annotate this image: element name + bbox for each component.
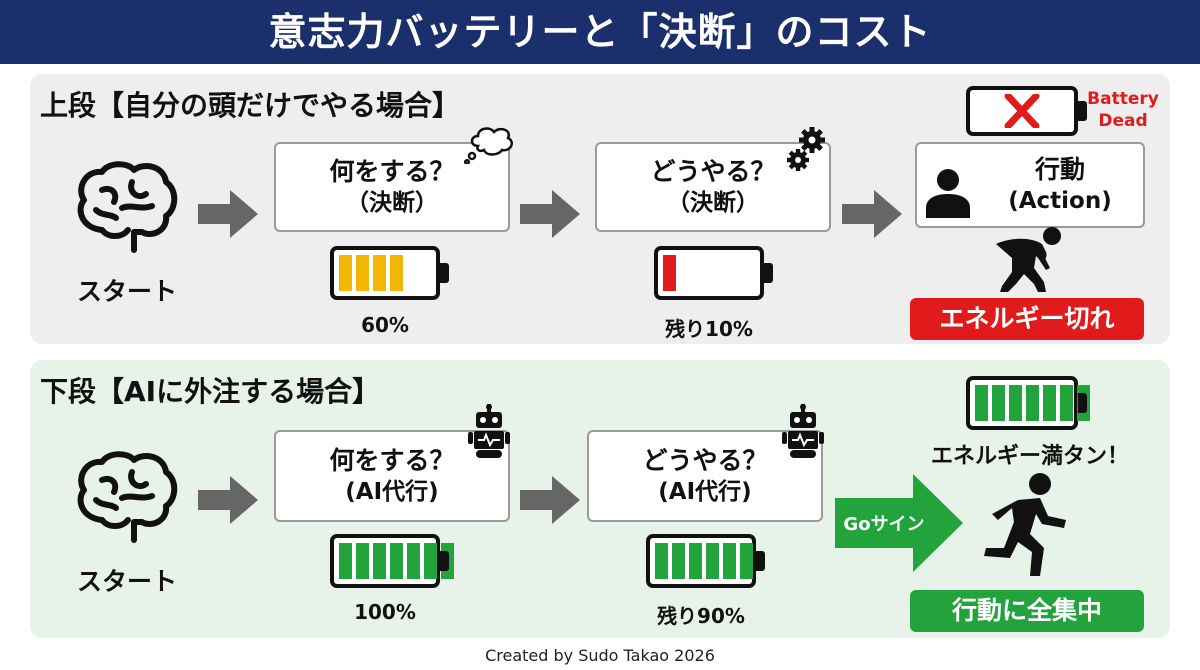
battery-terminal xyxy=(440,551,449,571)
page-title: 意志力バッテリーと「決断」のコスト xyxy=(0,0,1200,64)
credit-text: Created by Sudo Takao 2026 xyxy=(485,646,715,665)
battery-terminal xyxy=(756,551,765,571)
x-mark-icon xyxy=(1004,94,1040,128)
battery-cell xyxy=(1026,385,1039,421)
battery-cells xyxy=(339,255,403,291)
top-start-label: スタート xyxy=(76,277,177,306)
go-sign-label: Goサイン xyxy=(843,514,925,535)
bottom-battery1-caption: 100% xyxy=(354,600,416,624)
bottom-start-label: スタート xyxy=(76,567,177,596)
battery-dead-line1: Battery xyxy=(1087,89,1159,109)
energy-depleted-badge: エネルギー切れ xyxy=(910,298,1144,340)
top-section-title: 上段【自分の頭だけでやる場合】 xyxy=(40,89,461,122)
exhausted-person-icon xyxy=(996,227,1061,292)
battery-cell xyxy=(706,543,719,579)
brain-icon xyxy=(77,161,178,253)
battery-cells xyxy=(663,255,676,291)
full-focus-badge: 行動に全集中 xyxy=(910,590,1144,632)
battery-cell xyxy=(424,543,437,579)
battery-cell xyxy=(339,255,352,291)
bottom-battery2-caption: 残り90% xyxy=(657,604,745,628)
energy-full-label: エネルギー満タン！ xyxy=(930,444,1129,469)
arrow-right-icon xyxy=(842,190,902,238)
arrow-right-icon xyxy=(520,476,580,524)
bottom-step1-box: 何をする？ (AI代行) xyxy=(274,430,510,522)
battery-cell xyxy=(373,255,386,291)
go-arrow-icon xyxy=(835,474,963,572)
robot-icon xyxy=(468,404,510,458)
arrow-right-icon xyxy=(198,476,258,524)
running-person-icon xyxy=(984,473,1066,576)
battery-cell xyxy=(373,543,386,579)
battery-cells xyxy=(655,543,753,579)
top-action-line1: 行動 xyxy=(1034,155,1085,184)
gears-icon xyxy=(787,127,825,171)
bottom-step1-line2: (AI代行) xyxy=(345,479,439,505)
battery-terminal xyxy=(1078,101,1087,121)
bottom-step2-line1: どうやる？ xyxy=(642,446,768,475)
battery-cell xyxy=(1043,385,1056,421)
thought-bubble-icon xyxy=(464,127,513,164)
battery-cell xyxy=(1009,385,1022,421)
top-action-line2: (Action) xyxy=(1008,188,1112,214)
battery-dead-line2: Dead xyxy=(1098,111,1148,131)
top-battery1-caption: 60% xyxy=(361,313,409,337)
battery-cell xyxy=(356,255,369,291)
top-battery-10 xyxy=(654,246,773,300)
bottom-section-title: 下段【AIに外注する場合】 xyxy=(40,375,381,408)
battery-cell xyxy=(992,385,1005,421)
battery-cell xyxy=(407,543,420,579)
person-icon xyxy=(926,169,970,218)
top-step2-line1: どうやる？ xyxy=(650,157,776,186)
top-step2-line2: （決断） xyxy=(667,190,759,216)
battery-cell xyxy=(1060,385,1073,421)
bottom-step1-line1: 何をする？ xyxy=(329,446,455,475)
battery-terminal xyxy=(1078,393,1087,413)
arrow-right-icon xyxy=(198,190,258,238)
bottom-battery-90 xyxy=(646,534,765,588)
battery-cell xyxy=(672,543,685,579)
bottom-step2-box: どうやる？ (AI代行) xyxy=(587,430,823,522)
battery-cells xyxy=(975,385,1090,421)
robot-icon xyxy=(782,404,824,458)
top-battery-60 xyxy=(330,246,449,300)
battery-dead-label: Battery Dead xyxy=(1086,88,1160,132)
battery-cell xyxy=(356,543,369,579)
battery-cells xyxy=(339,543,454,579)
battery-cell xyxy=(689,543,702,579)
battery-cell xyxy=(663,255,676,291)
battery-terminal xyxy=(764,263,773,283)
bottom-battery-100 xyxy=(330,534,454,588)
battery-cell xyxy=(339,543,352,579)
bottom-step2-line2: (AI代行) xyxy=(658,479,752,505)
full-battery xyxy=(966,376,1090,430)
battery-cell xyxy=(740,543,753,579)
battery-cell xyxy=(975,385,988,421)
arrow-right-icon xyxy=(520,190,580,238)
top-step1-line1: 何をする？ xyxy=(329,157,455,186)
battery-cell xyxy=(655,543,668,579)
top-step1-line2: （決断） xyxy=(346,190,438,216)
battery-cell xyxy=(390,543,403,579)
battery-cell xyxy=(390,255,403,291)
top-battery2-caption: 残り10% xyxy=(665,317,753,341)
dead-battery xyxy=(966,86,1087,136)
battery-cell xyxy=(723,543,736,579)
battery-terminal xyxy=(440,263,449,283)
brain-icon xyxy=(77,451,178,543)
